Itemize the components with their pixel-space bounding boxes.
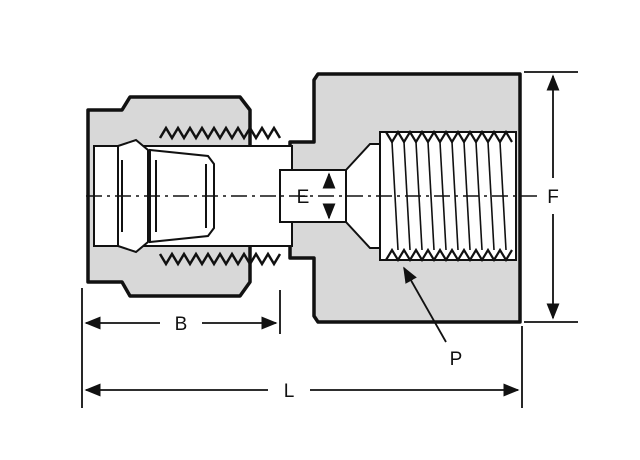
nut-thread-bottom: [158, 251, 282, 267]
label-b: B: [175, 314, 188, 335]
pipe-thread-top: [385, 129, 513, 145]
nut-thread-top: [158, 125, 282, 141]
label-p: P: [450, 349, 463, 370]
label-f: F: [547, 187, 559, 208]
nut-threads: [158, 125, 282, 267]
label-e: E: [297, 187, 310, 208]
pipe-thread-bottom: [385, 247, 513, 263]
label-l: L: [284, 381, 295, 402]
back-ferrule: [117, 138, 149, 254]
leader-p: [403, 266, 447, 343]
dimensions: [81, 71, 578, 408]
dimension-labels: B L F E P: [175, 187, 559, 402]
